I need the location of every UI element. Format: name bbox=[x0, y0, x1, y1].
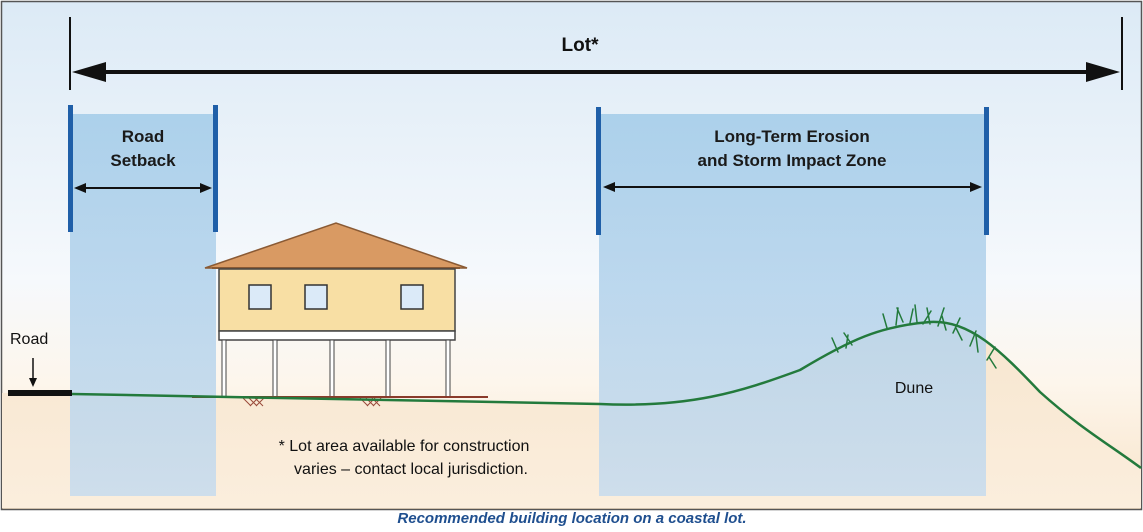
house-pile-3 bbox=[329, 339, 335, 398]
lot-arrow-left bbox=[72, 62, 106, 82]
footnote-line1: * Lot area available for construction bbox=[279, 438, 530, 455]
road-setback-arrow-right bbox=[200, 183, 212, 193]
road-surface bbox=[8, 390, 72, 396]
house-window-1 bbox=[248, 284, 272, 310]
pile-embed-marks-2 bbox=[359, 397, 382, 407]
house-pile-5 bbox=[445, 339, 451, 398]
pile-embed-marks-1 bbox=[242, 397, 265, 407]
house-window-2 bbox=[304, 284, 328, 310]
figure-caption: Recommended building location on a coast… bbox=[397, 510, 746, 527]
house-pile-4 bbox=[385, 339, 391, 398]
footnote-line2: varies – contact local jurisdiction. bbox=[294, 461, 528, 478]
ground-profile bbox=[71, 320, 1142, 470]
erosion-zone-arrow-right bbox=[970, 182, 982, 192]
erosion-zone-label-line2: and Storm Impact Zone bbox=[698, 151, 887, 170]
road-label: Road bbox=[10, 331, 48, 348]
erosion-zone-right-bar bbox=[984, 107, 989, 235]
dune-grass bbox=[831, 304, 997, 369]
elevated-house bbox=[192, 222, 488, 407]
road-setback-band bbox=[70, 114, 216, 496]
house-floor-beam bbox=[218, 330, 456, 341]
house-pile-1 bbox=[221, 339, 227, 398]
erosion-zone-label-line1: Long-Term Erosion bbox=[714, 127, 870, 146]
road-pointer-head bbox=[29, 378, 37, 387]
erosion-zone-arrow-left bbox=[603, 182, 615, 192]
house-window-3 bbox=[400, 284, 424, 310]
road-setback-label-line1: Road bbox=[122, 127, 165, 146]
road-setback-right-bar bbox=[213, 105, 218, 232]
lot-arrow-right bbox=[1086, 62, 1120, 82]
road-setback-label-line2: Setback bbox=[110, 151, 176, 170]
erosion-zone-left-bar bbox=[596, 107, 601, 235]
lot-title: Lot* bbox=[562, 35, 600, 56]
house-pile-2 bbox=[272, 339, 278, 398]
road-setback-arrow-left bbox=[74, 183, 86, 193]
erosion-zone-band bbox=[599, 114, 986, 496]
dune-label: Dune bbox=[895, 380, 933, 397]
road-setback-left-bar bbox=[68, 105, 73, 232]
